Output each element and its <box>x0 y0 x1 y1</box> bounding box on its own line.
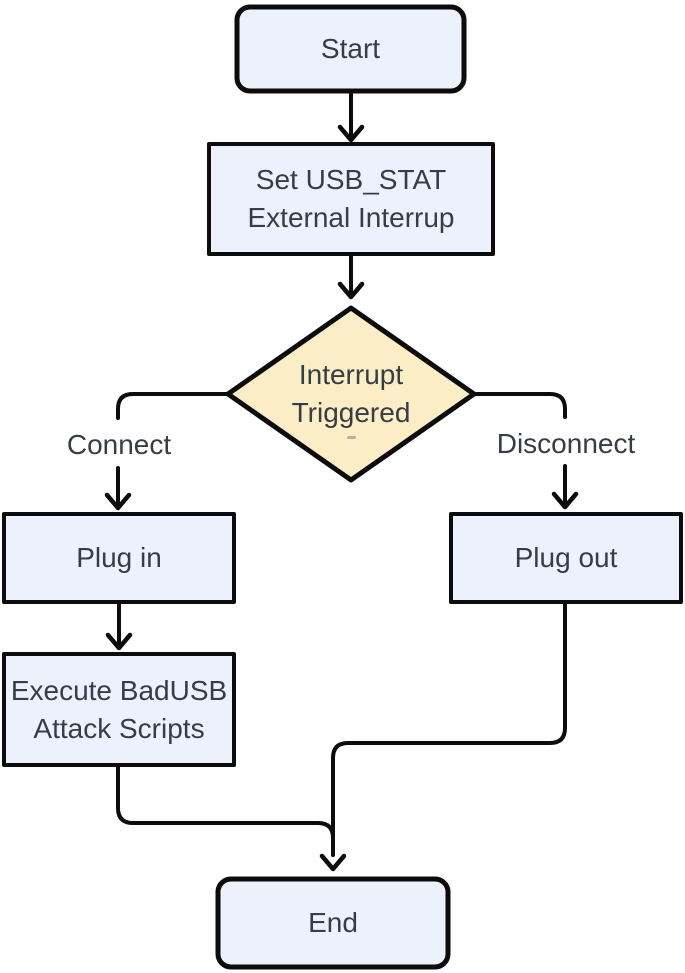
edge-decision-disconnect-stub <box>472 392 567 419</box>
node-start-shape <box>234 4 467 94</box>
arrowhead-plugout <box>551 491 579 510</box>
arrowhead-decision <box>337 281 365 300</box>
node-plugin-shape <box>2 512 236 604</box>
arrowhead-end <box>319 853 347 872</box>
node-setusbstat-shape <box>207 142 495 256</box>
edge-layer <box>104 90 579 872</box>
node-layer <box>2 4 683 970</box>
node-plugout-shape <box>449 512 683 604</box>
arrowhead-setusbstat <box>337 124 365 143</box>
edge-execute-to-merge <box>116 764 335 840</box>
node-decision-shape <box>225 305 477 483</box>
node-end-shape <box>215 876 451 970</box>
edge-decision-connect-stub <box>116 392 230 420</box>
arrowhead-plugin <box>104 492 132 511</box>
arrowhead-execute <box>105 632 133 651</box>
node-execute-shape <box>2 652 236 767</box>
stray-mark <box>347 436 356 439</box>
edge-plugout-to-end <box>331 601 567 857</box>
